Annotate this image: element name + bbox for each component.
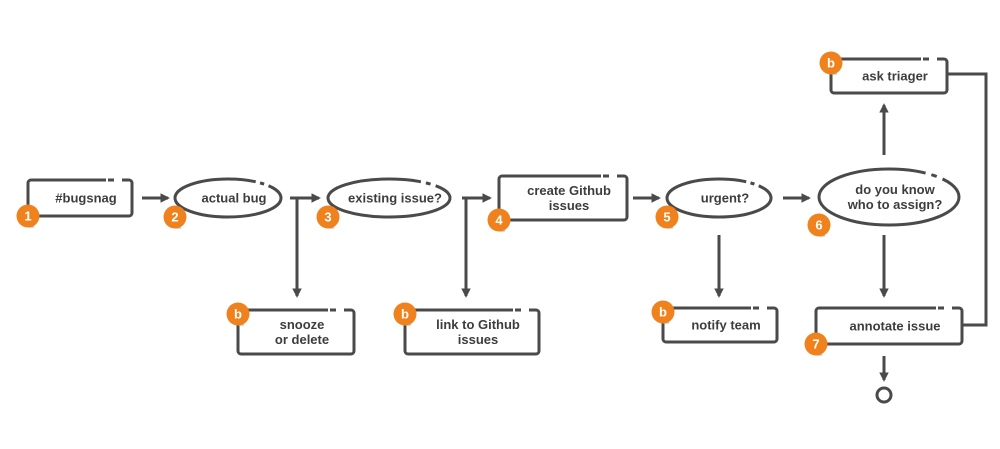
edge-ask-triager-to-annotate — [947, 72, 988, 327]
badge-label: 5 — [663, 209, 670, 224]
node-label: snooze — [280, 317, 325, 332]
badge-circle — [163, 205, 187, 229]
node-label: create Github — [527, 183, 611, 198]
badge-label: 1 — [24, 208, 31, 223]
step-badge: 2 — [163, 205, 187, 229]
badge-circle — [807, 213, 831, 237]
badge-label: b — [401, 306, 409, 321]
badge-circle — [16, 204, 40, 228]
node-label: annotate issue — [849, 318, 940, 333]
edge-dash — [259, 181, 265, 186]
badge-label: 6 — [815, 217, 822, 232]
node-label: do you know — [855, 182, 935, 197]
node-label: ask triager — [862, 68, 928, 83]
step-badge: 5 — [655, 205, 679, 229]
step-badge: 4 — [487, 208, 511, 232]
step-badge: 6 — [807, 213, 831, 237]
edge-dash — [750, 181, 755, 186]
badge-label: b — [827, 55, 835, 70]
step-badge: b — [393, 302, 417, 326]
node-bugsnag: #bugsnag 1 — [16, 177, 134, 228]
badge-circle — [226, 302, 250, 326]
node-box — [236, 308, 356, 356]
badge-circle — [819, 51, 843, 75]
edge-dash — [930, 173, 938, 178]
badge-label: b — [234, 306, 242, 321]
node-oval — [665, 177, 773, 219]
node-box — [829, 57, 949, 95]
node-box — [26, 178, 134, 218]
node-label: urgent? — [701, 190, 749, 205]
node-notify-team: notify team b — [651, 300, 779, 344]
node-box — [661, 306, 779, 344]
node-label: existing issue? — [348, 190, 442, 205]
badge-label: 2 — [171, 209, 178, 224]
badge-label: 4 — [495, 212, 503, 227]
badge-circle — [655, 205, 679, 229]
node-oval — [326, 177, 452, 219]
node-box — [497, 174, 629, 222]
badge-circle — [487, 208, 511, 232]
step-badge: 7 — [804, 332, 828, 356]
node-existing-issue: existing issue? 3 — [316, 177, 452, 229]
node-label: #bugsnag — [55, 190, 116, 205]
node-ask-triager: ask triager b — [819, 51, 949, 95]
step-badge: b — [819, 51, 843, 75]
badge-circle — [393, 302, 417, 326]
node-label: issues — [458, 332, 498, 347]
node-label: issues — [549, 198, 589, 213]
node-label: actual bug — [201, 190, 266, 205]
node-label: notify team — [691, 317, 760, 332]
step-badge: 1 — [16, 204, 40, 228]
badge-label: b — [659, 304, 667, 319]
step-badge: b — [651, 300, 675, 324]
node-label: link to Github — [436, 317, 520, 332]
step-badge: 3 — [316, 205, 340, 229]
badge-circle — [316, 205, 340, 229]
nodes: #bugsnag 1 actual bug 2 existing issue? 3 crea… — [16, 51, 964, 356]
node-oval — [173, 177, 283, 219]
badge-circle — [804, 332, 828, 356]
badge-label: 7 — [812, 336, 819, 351]
edge-dash — [425, 181, 431, 186]
node-box — [814, 306, 964, 346]
node-actual-bug: actual bug 2 — [163, 177, 283, 229]
node-label: who to assign? — [847, 197, 943, 212]
node-box — [403, 308, 541, 356]
badge-circle — [651, 300, 675, 324]
badge-label: 3 — [324, 209, 331, 224]
connectors — [142, 72, 988, 404]
end-node — [875, 386, 893, 404]
step-badge: b — [226, 302, 250, 326]
node-label: or delete — [275, 332, 329, 347]
node-oval — [817, 167, 961, 227]
node-urgent: urgent? 5 — [655, 177, 773, 229]
node-annotate-issue: annotate issue 7 — [804, 305, 964, 356]
